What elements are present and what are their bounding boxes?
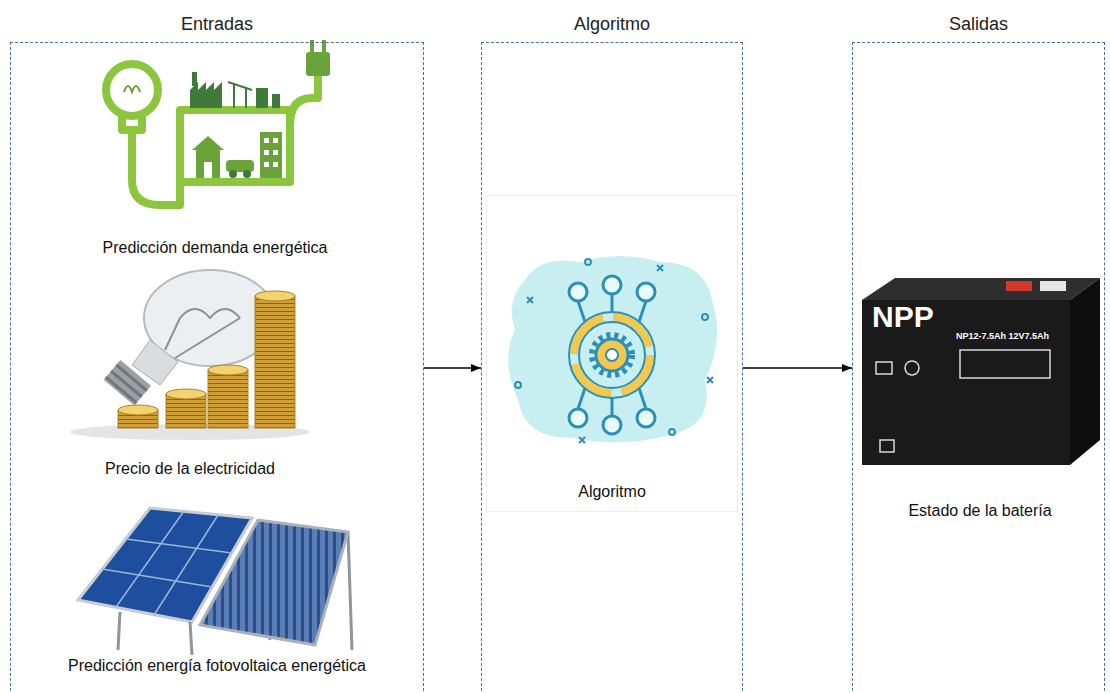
input-item: Precio de la electricidad <box>60 268 320 480</box>
caption-text: Predicción energía fotovoltaica energéti… <box>68 656 366 675</box>
model-text: NP12-7.5Ah 12V7.5Ah <box>956 331 1049 341</box>
algorithm-icon <box>508 256 717 443</box>
input-item: Predicción demanda energética <box>60 52 370 262</box>
algorithm-box: Algoritmo <box>486 195 738 512</box>
algorithm-panel: AlgoritmoAlgoritmo <box>481 6 743 693</box>
caption-text: Estado de la batería <box>908 501 1051 520</box>
caption-text: Precio de la electricidad <box>105 459 275 478</box>
panel-heading: Entradas <box>10 14 424 35</box>
flow-arrow <box>743 367 852 369</box>
caption-text: Predicción demanda energética <box>102 238 327 257</box>
dashed-frame <box>481 42 743 693</box>
dashed-frame <box>10 42 424 693</box>
energy-demand-icon <box>106 40 330 205</box>
solar-panel-icon <box>78 508 352 655</box>
output-panel: SalidasEstado de la batería <box>852 6 1105 693</box>
dashed-frame <box>852 42 1105 693</box>
flow-arrow <box>424 367 481 369</box>
caption-text: Algoritmo <box>578 482 646 501</box>
input-panel: EntradasPredicción demanda energéticaPre… <box>10 6 424 693</box>
panel-heading: Algoritmo <box>481 14 743 35</box>
price-icon <box>70 270 310 440</box>
battery-illustration <box>862 278 1100 465</box>
panel-heading: Salidas <box>852 14 1105 35</box>
input-item: Predicción energía fotovoltaica energéti… <box>20 485 414 688</box>
brand-text: NPP <box>872 300 934 334</box>
